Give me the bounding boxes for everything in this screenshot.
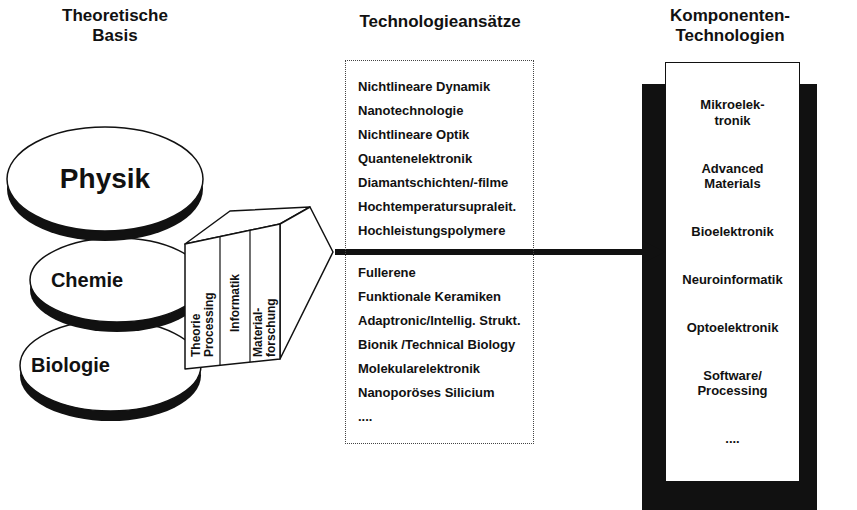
field-name: Theorie Processing	[190, 249, 216, 357]
heading-box: Technologieansätze	[330, 12, 550, 32]
technology-item: Adaptronic/Intellig. Strukt.	[358, 309, 521, 333]
technology-item: Diamantschichten/-filme	[358, 171, 521, 195]
component-item: Mikroelek- tronik	[700, 97, 764, 128]
prism-right-face	[280, 207, 333, 359]
component-list-box: Mikroelek- tronikAdvanced MaterialsBioel…	[665, 62, 800, 482]
prism-front-face	[185, 224, 280, 369]
strip-divider	[219, 237, 220, 365]
component-item: Advanced Materials	[701, 161, 763, 192]
technology-item: Nanotechnologie	[358, 99, 521, 123]
heading-box: Komponenten- Technologien	[645, 6, 815, 45]
column-heading: Komponenten- Technologien	[670, 6, 790, 45]
technology-item: Hochleistungspolymere	[358, 219, 521, 243]
arrow-head	[643, 241, 665, 263]
component-item: Bioelektronik	[691, 224, 773, 240]
technology-item: Fullerene	[358, 261, 521, 285]
field-name: Material- forschung	[252, 249, 278, 357]
flow-arrow	[335, 241, 665, 263]
science-name: Physik	[5, 165, 205, 193]
prism-node: Theorie Processing Informatik Material- fo…	[180, 199, 335, 371]
disc-node: Chemie	[28, 236, 206, 334]
column-heading: Technologieansätze	[359, 12, 520, 32]
technology-item: Nichtlineare Optik	[358, 123, 521, 147]
component-item: Optoelektronik	[687, 320, 779, 336]
arrow-shaft	[335, 249, 643, 255]
technology-item: Quantenelektronik	[358, 147, 521, 171]
component-item: Software/ Processing	[697, 368, 767, 399]
technology-item: Molekularelektronik	[358, 357, 521, 381]
prism-strip: Theorie Processing	[186, 247, 220, 359]
technology-item: Funktionale Keramiken	[358, 285, 521, 309]
technology-list-box: Nichtlineare DynamikNanotechnologieNicht…	[345, 60, 534, 444]
technology-item: Nanoporöses Silicium	[358, 381, 521, 405]
strip-divider	[249, 230, 250, 362]
field-name: Informatik	[229, 274, 242, 332]
component-item: ....	[725, 431, 739, 447]
disc-node: Biologie	[18, 318, 203, 423]
column-heading: Theoretische Basis	[62, 6, 168, 45]
technology-item: Nichtlineare Dynamik	[358, 75, 521, 99]
technology-item: ....	[358, 405, 521, 429]
science-name: Biologie	[18, 355, 123, 375]
technology-item: Hochtemperatursupraleit.	[358, 195, 521, 219]
prism-strip: Material- forschung	[251, 247, 280, 359]
technology-item: Bionik /Technical Biology	[358, 333, 521, 357]
disc-node: Physik	[5, 125, 205, 243]
science-name: Chemie	[28, 270, 146, 290]
heading-box: Theoretische Basis	[35, 6, 195, 45]
prism-strip: Informatik	[221, 247, 250, 359]
component-item: Neuroinformatik	[682, 272, 782, 288]
